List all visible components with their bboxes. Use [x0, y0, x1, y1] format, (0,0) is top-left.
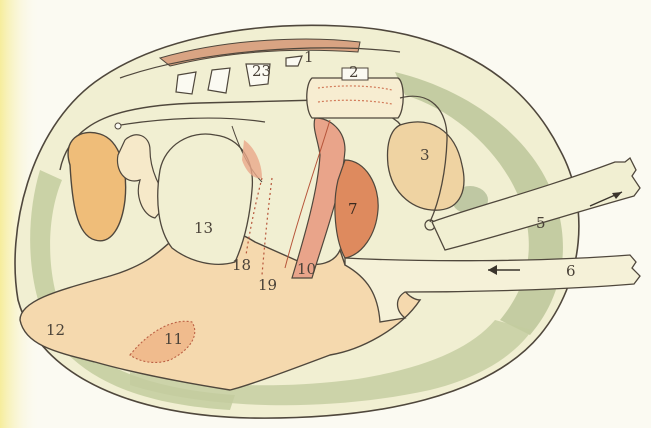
label-23: 23 — [252, 62, 271, 80]
label-5: 5 — [536, 214, 546, 232]
label-6: 6 — [566, 262, 576, 280]
label-13: 13 — [194, 219, 213, 237]
label-12: 12 — [46, 321, 65, 339]
hinge-plate — [208, 68, 230, 93]
label-19: 19 — [258, 276, 277, 294]
label-2: 2 — [349, 63, 359, 81]
label-18: 18 — [232, 256, 251, 274]
label-3: 3 — [420, 146, 430, 164]
label-11: 11 — [164, 330, 183, 348]
hinge-plate — [176, 72, 196, 94]
gill-13 — [158, 134, 253, 264]
label-7: 7 — [348, 200, 358, 218]
label-1: 1 — [304, 48, 314, 66]
mouth-point — [115, 123, 121, 129]
ligament-2 — [307, 78, 404, 118]
label-10: 10 — [297, 260, 316, 278]
